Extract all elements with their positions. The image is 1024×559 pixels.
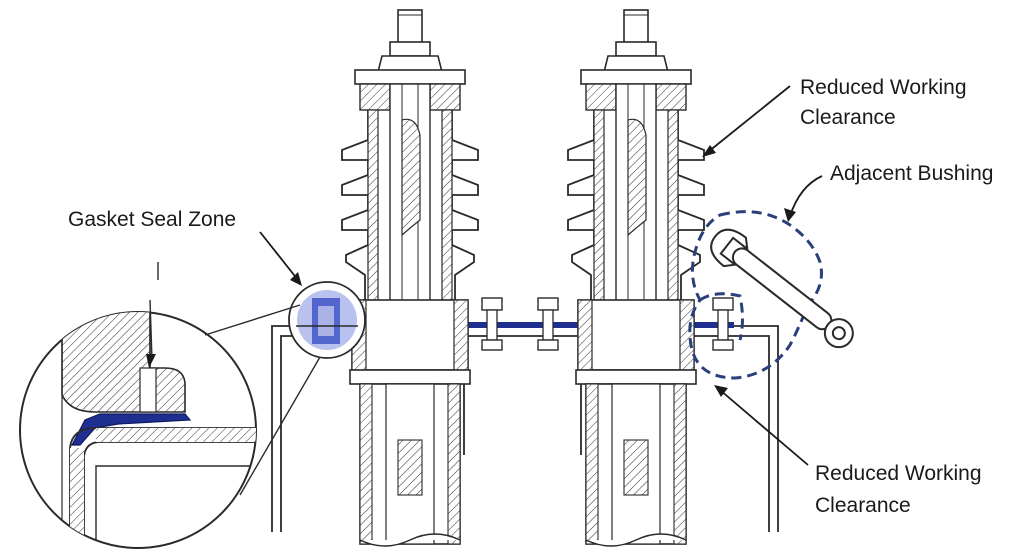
wrench-icon — [710, 228, 854, 349]
detail-connector-top — [204, 304, 301, 336]
adjacent-bushing-outline — [688, 210, 823, 380]
label-reduced-top-2: Clearance — [800, 106, 896, 129]
label-reduced-bottom-2: Clearance — [815, 494, 911, 517]
detail-pointer-line — [149, 299, 153, 361]
tank-cover-center — [454, 325, 591, 455]
gasket-detail-view — [19, 311, 257, 549]
adjacent-bushing-inner-dash — [699, 292, 744, 341]
bushing-right — [567, 9, 705, 547]
gasket-center — [458, 322, 588, 328]
gasket-seal-zone-marker — [288, 281, 366, 359]
bushing-left — [341, 9, 479, 547]
label-reduced-bottom-1: Reduced Working — [815, 462, 982, 485]
arrow-gasket-seal-zone — [259, 231, 302, 286]
arrow-adjacent-bushing — [784, 175, 823, 222]
gasket-right — [684, 322, 734, 328]
arrow-reduced-top — [702, 85, 791, 157]
label-reduced-top-1: Reduced Working — [800, 76, 967, 99]
label-gasket-seal-zone: Gasket Seal Zone — [68, 208, 236, 231]
detail-connector-bottom — [239, 356, 321, 496]
label-adjacent-bushing: Adjacent Bushing — [830, 162, 993, 185]
arrow-reduced-bottom — [714, 385, 809, 466]
